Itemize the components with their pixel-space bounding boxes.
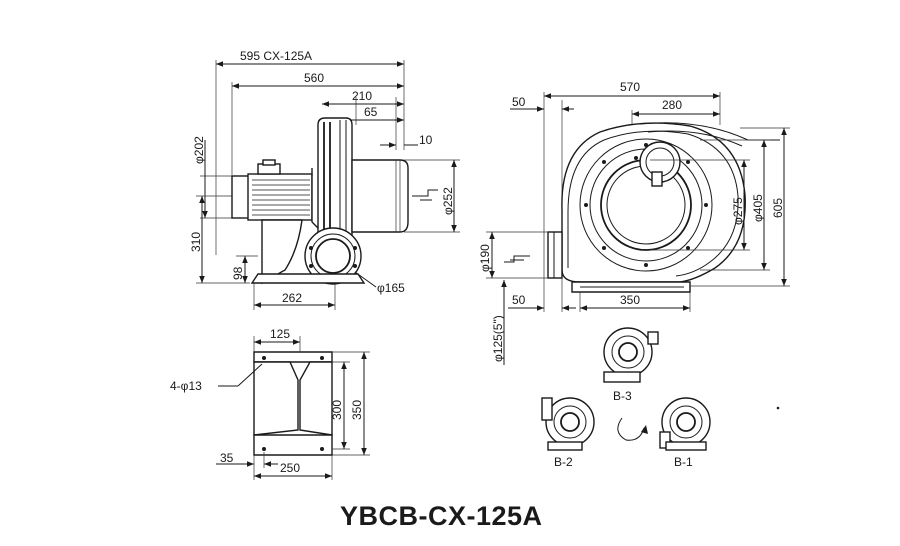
dim-605: 605 [771,198,785,218]
label-b3: B-3 [613,389,632,403]
dim-50-top: 50 [512,95,526,109]
dim-595: 595 CX-125A [240,49,312,63]
model-title: YBCB-CX-125A [340,501,543,531]
dim-262: 262 [282,291,302,305]
dim-phi275: φ275 [731,197,745,225]
dim-250: 250 [280,461,300,475]
base-plate [253,434,333,456]
dim-phi125: φ125(5") [491,315,505,362]
dim-holes: 4-φ13 [170,379,202,393]
dim-65: 65 [364,105,378,119]
motor-support [261,219,303,285]
dim-350-front: 350 [620,293,640,307]
mount-hole [262,356,266,360]
label-b2: B-2 [554,455,573,469]
dim-35: 35 [220,451,234,465]
label-b1: B-1 [674,455,693,469]
dim-phi165: φ165 [377,281,405,295]
dim-310: 310 [189,232,203,252]
dim-phi405: φ405 [751,194,765,222]
side-view: 595 CX-125A 560 210 65 10 φ202 310 98 26… [189,49,460,310]
dim-350-base: 350 [350,400,364,420]
dim-560: 560 [304,71,324,85]
dim-phi252: φ252 [441,187,455,215]
orientation-b3: B-3 [603,327,659,403]
motor-body [247,173,313,221]
dim-210: 210 [352,89,372,103]
dim-570: 570 [620,80,640,94]
rotation-arrow-icon [617,417,648,441]
inlet-ring-outer [304,227,362,285]
outlet-flange [547,231,563,279]
orientation-b2: B-2 [541,397,595,469]
bolt-circle [584,143,708,267]
dim-10: 10 [419,133,433,147]
dim-280: 280 [662,98,682,112]
dim-98: 98 [231,266,245,280]
orientation-b1: B-1 [659,397,711,469]
base-view: 125 4-φ13 300 350 35 250 [170,327,370,480]
dim-phi190: φ190 [478,244,492,272]
front-view: 570 280 50 [478,80,790,365]
dim-phi202: φ202 [192,136,206,164]
dim-50-bottom: 50 [512,293,526,307]
outlet-nozzle [351,159,409,233]
base-foot-side [250,273,366,284]
dim-300: 300 [330,400,344,420]
dim-125: 125 [270,327,290,341]
